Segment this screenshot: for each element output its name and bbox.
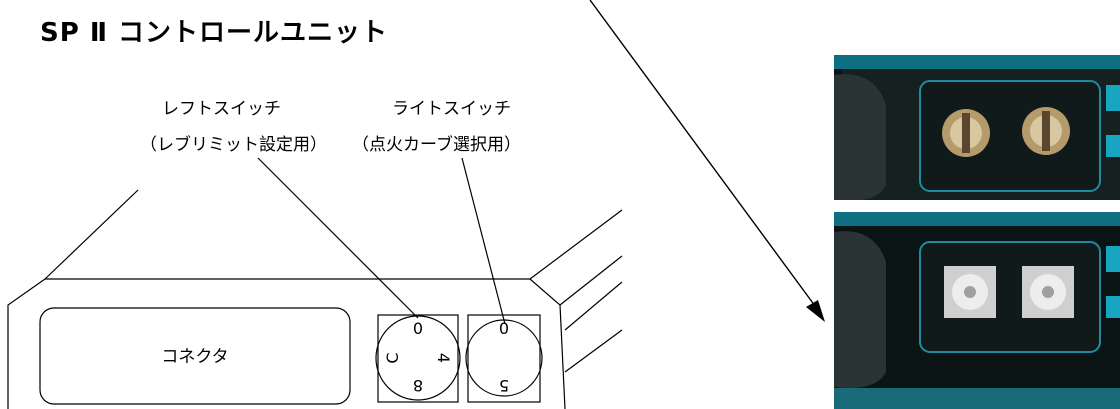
pointer-arrow [589, 0, 825, 322]
left-switch-description: （レブリミット設定用） [140, 135, 327, 155]
right-switch-label: ライトスイッチ [392, 99, 511, 119]
left-switch-dial [375, 314, 461, 403]
left-switch-label: レフトスイッチ [162, 99, 281, 119]
unit-body [7, 189, 623, 409]
right-dial-bottom: 5 [499, 376, 509, 395]
right-switch-description: （点火カーブ選択用） [352, 135, 521, 155]
left-dial-left: C [383, 352, 402, 363]
left-dial-top: 0 [413, 319, 423, 338]
right-dial-top: 0 [499, 319, 509, 338]
photo-hex-dials [834, 212, 1120, 409]
connector-outline [39, 307, 351, 405]
left-switch-leader [257, 157, 419, 319]
left-dial-right: 4 [434, 353, 453, 363]
left-dial-bottom: 8 [413, 376, 423, 395]
connector-label: コネクタ [161, 347, 228, 367]
diagram-title: SP Ⅱ コントロールユニット [40, 18, 389, 48]
right-switch-leader [461, 157, 506, 325]
photo-rotary-knobs [834, 55, 1120, 200]
